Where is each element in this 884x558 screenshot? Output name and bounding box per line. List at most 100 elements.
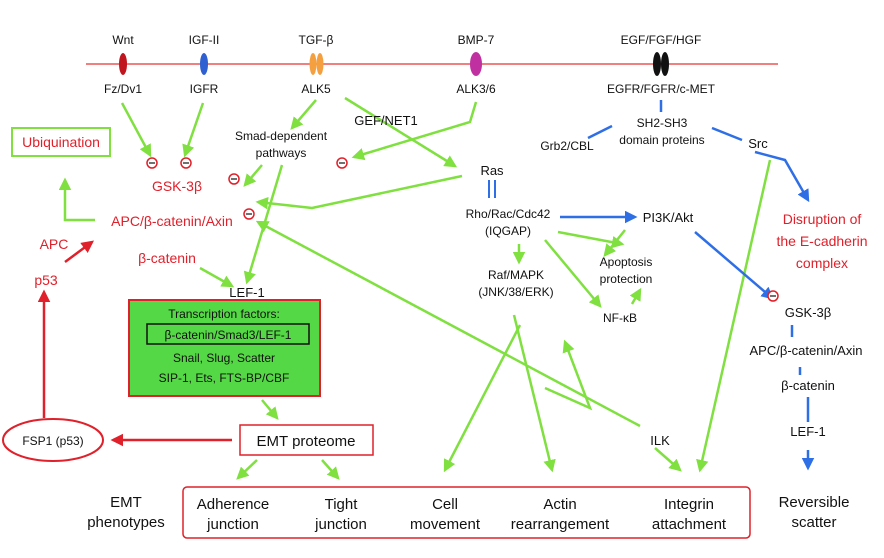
- alk36-label: ALK3/6: [456, 82, 496, 96]
- igf2-label: IGF-II: [189, 33, 220, 47]
- integrin-line2: attachment: [652, 516, 727, 533]
- arrow-bcat-lef: [199, 266, 235, 288]
- adherence-line1: Adherence: [197, 496, 270, 513]
- arrow-pi3k-apop: [603, 229, 626, 257]
- arrow-alk5-gef: [344, 96, 458, 168]
- arrow-rho-nfkb: [544, 239, 602, 308]
- alk5-receptor-shape-b: [316, 53, 324, 75]
- fz-label: Fz/Dv1: [104, 82, 142, 96]
- tgfb-label: TGF-β: [299, 33, 334, 47]
- grb2-label: Grb2/CBL: [540, 139, 594, 153]
- tf-title: Transcription factors:: [168, 307, 280, 321]
- integrin-line1: Integrin: [664, 496, 714, 513]
- pi3k-label: PI3K/Akt: [643, 210, 694, 225]
- tf-line3: Snail, Slug, Scatter: [173, 351, 275, 365]
- egfr-receptor-shape-a: [653, 52, 661, 76]
- rho-label-line2: (IQGAP): [485, 224, 531, 238]
- gsk3b-left-label: GSK-3β: [152, 178, 202, 194]
- alk36-receptor-shape: [470, 52, 482, 76]
- gef-label: GEF/NET1: [354, 113, 418, 128]
- sh2-label-line1: SH2-SH3: [637, 116, 688, 130]
- green-arrows: [58, 96, 772, 480]
- lef1-left-label: LEF-1: [229, 285, 264, 300]
- bmp7-label: BMP-7: [458, 33, 495, 47]
- egfr-receptor-shape-b: [661, 52, 669, 76]
- disruption-label-line1: Disruption of: [783, 211, 862, 227]
- apc-label: APC: [40, 236, 69, 252]
- arrow-raf-cell: [443, 324, 522, 473]
- gsk3b-right-label: GSK-3β: [785, 305, 832, 320]
- lef1-right-label: LEF-1: [790, 424, 825, 439]
- arrow-smad-lef: [243, 164, 284, 285]
- red-arrows: [37, 240, 232, 447]
- p53-label: p53: [34, 272, 58, 288]
- arrow-proteome-tight: [321, 459, 340, 480]
- arrow-actin-loop: [544, 339, 593, 411]
- phosphate-markers: [146, 157, 779, 302]
- outcomes-box: [182, 486, 751, 539]
- adherence-line2: junction: [206, 516, 259, 533]
- ras-label: Ras: [480, 163, 504, 178]
- emt-phenotypes-line1: EMT: [110, 494, 142, 511]
- wnt-label: Wnt: [112, 33, 134, 47]
- apc-complex-right-label: APC/β-catenin/Axin: [750, 343, 863, 358]
- arrow-smad-gsk: [243, 164, 263, 187]
- arrow-rho-apop: [557, 230, 625, 249]
- arrow-ubiq-loop: [58, 177, 95, 222]
- sh2-label-line2: domain proteins: [619, 133, 704, 147]
- tf-line4: SIP-1, Ets, FTS-BP/CBF: [159, 371, 290, 385]
- tf-inner-label: β-catenin/Smad3/LEF-1: [165, 328, 292, 342]
- fz-receptor-shape: [119, 53, 127, 75]
- apoptosis-label-line2: protection: [600, 272, 653, 286]
- disruption-label-line2: the E-cadherin: [776, 233, 867, 249]
- alk5-receptor-shape-a: [309, 53, 317, 75]
- apc-complex-left-label: APC/β-catenin/Axin: [111, 213, 233, 229]
- arrow-src-integrin: [696, 159, 772, 473]
- arrow-igfr-gsk: [182, 102, 205, 158]
- arrow-ilk-integrin: [654, 447, 682, 472]
- actin-line2: rearrangement: [511, 516, 610, 533]
- apoptosis-label-line1: Apoptosis: [600, 255, 653, 269]
- link-sh2-grb2: [587, 124, 613, 140]
- arrow-alk36-smad: [351, 101, 478, 161]
- igfr-label: IGFR: [190, 82, 219, 96]
- egf-label: EGF/FGF/HGF: [621, 33, 702, 47]
- reversible-line1: Reversible: [779, 494, 850, 511]
- ilk-label: ILK: [650, 433, 670, 448]
- arrow-pi3k-gsk: [694, 231, 774, 300]
- egfr-label: EGFR/FGFR/c-MET: [607, 82, 716, 96]
- alk5-label: ALK5: [301, 82, 331, 96]
- reversible-line2: scatter: [791, 514, 836, 531]
- arrow-fz-gsk: [120, 102, 152, 158]
- emt-proteome-box: [239, 424, 374, 456]
- emt-phenotypes-line2: phenotypes: [87, 514, 165, 531]
- arrow-src-disruption: [754, 150, 810, 203]
- link-sh2-src: [711, 126, 743, 142]
- arrow-p53-apc: [64, 240, 95, 264]
- src-label: Src: [748, 136, 768, 151]
- emt-proteome-label: EMT proteome: [257, 433, 356, 450]
- cell-line2: movement: [410, 516, 481, 533]
- arrow-tf-proteome: [261, 399, 279, 420]
- arrow-proteome-adherence: [236, 459, 258, 480]
- ubiquination-label: Ubiquination: [22, 134, 100, 150]
- blue-arrows: [560, 100, 815, 471]
- tf-inner-box: [146, 323, 310, 345]
- bcatenin-right-label: β-catenin: [781, 378, 835, 393]
- smad-label-line1: Smad-dependent: [235, 129, 328, 143]
- igfr-receptor-shape: [200, 53, 208, 75]
- fsp1-node: [2, 418, 104, 462]
- actin-line1: Actin: [543, 496, 576, 513]
- arrow-nfkb-apop: [629, 287, 642, 305]
- rho-label-line1: Rho/Rac/Cdc42: [466, 207, 551, 221]
- fsp1-label: FSP1 (p53): [22, 434, 83, 448]
- tight-line1: Tight: [325, 496, 359, 513]
- smad-label-line2: pathways: [256, 146, 307, 160]
- nfkb-label: NF-κB: [603, 311, 637, 325]
- raf-label-line1: Raf/MAPK: [488, 268, 544, 282]
- arrow-raf-actin: [512, 314, 556, 473]
- tight-line2: junction: [314, 516, 367, 533]
- cell-line1: Cell: [432, 496, 458, 513]
